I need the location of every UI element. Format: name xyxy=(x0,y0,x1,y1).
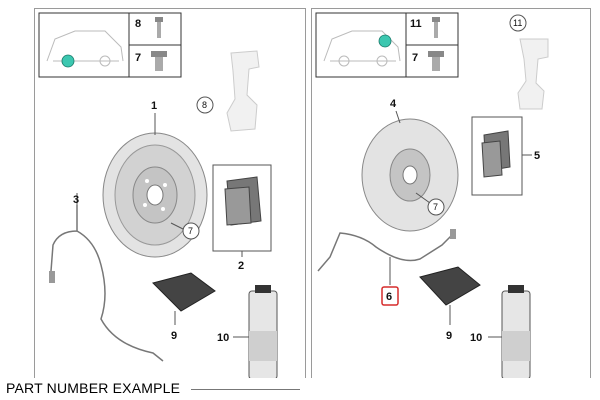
cleaning-cloth: 9 xyxy=(419,266,481,342)
bolt-icon xyxy=(151,51,167,71)
callout-rotor-bolt: 7 xyxy=(433,202,438,212)
callout-pads: 5 xyxy=(534,150,540,162)
brake-pads-box: 2 xyxy=(212,164,272,272)
callout-sensor: 3 xyxy=(73,194,79,206)
left-inset-box: 8 7 xyxy=(38,12,182,78)
bolt-icon xyxy=(432,17,440,38)
brake-pads-box: 5 xyxy=(471,116,540,196)
callout-spray: 10 xyxy=(470,332,482,344)
location-dot-icon xyxy=(61,54,75,68)
caliper-carrier: 11 xyxy=(509,14,549,110)
callout-caliper-carrier: 8 xyxy=(202,100,207,110)
callout-rotor: 4 xyxy=(390,98,397,110)
callout-bolt-small: 7 xyxy=(135,52,141,64)
footer-divider xyxy=(191,389,300,390)
callout-rotor-bolt: 7 xyxy=(188,226,193,236)
right-diagram-art: 11 7 11 4 7 5 xyxy=(315,12,549,380)
cleaning-cloth: 9 xyxy=(152,272,216,342)
callout-sensor: 6 xyxy=(386,291,392,303)
footer: PART NUMBER EXAMPLE xyxy=(0,378,600,400)
callout-spray: 10 xyxy=(217,332,229,344)
footer-label: PART NUMBER EXAMPLE xyxy=(6,380,181,396)
callout-cloth: 9 xyxy=(171,330,177,342)
callout-bolt-top: 11 xyxy=(410,18,422,30)
callout-rotor: 1 xyxy=(151,100,157,112)
callout-caliper-carrier: 11 xyxy=(513,18,522,28)
right-inset-box: 11 7 xyxy=(315,12,459,78)
callout-bolt-top: 8 xyxy=(135,18,141,30)
callout-cloth: 9 xyxy=(446,330,452,342)
left-diagram-panel: 8 7 8 1 7 xyxy=(34,8,306,388)
caliper-carrier: 8 xyxy=(196,50,260,132)
callout-pads: 2 xyxy=(238,260,244,272)
spray-can: 10 xyxy=(470,285,531,380)
brake-rotor: 1 7 xyxy=(102,100,208,258)
left-diagram-art: 8 7 8 1 7 xyxy=(38,12,278,380)
bolt-icon xyxy=(155,17,163,38)
brake-rotor: 4 7 xyxy=(361,98,459,232)
location-dot-icon xyxy=(378,34,392,48)
callout-bolt-small: 7 xyxy=(412,52,418,64)
wear-sensor-wire xyxy=(317,229,456,285)
right-diagram-panel: 11 7 11 4 7 5 xyxy=(311,8,591,388)
spray-can: 10 xyxy=(217,285,278,380)
bolt-icon xyxy=(428,51,444,71)
highlighted-callout-sensor[interactable]: 6 xyxy=(381,286,399,306)
wear-sensor-wire: 3 xyxy=(49,193,164,362)
